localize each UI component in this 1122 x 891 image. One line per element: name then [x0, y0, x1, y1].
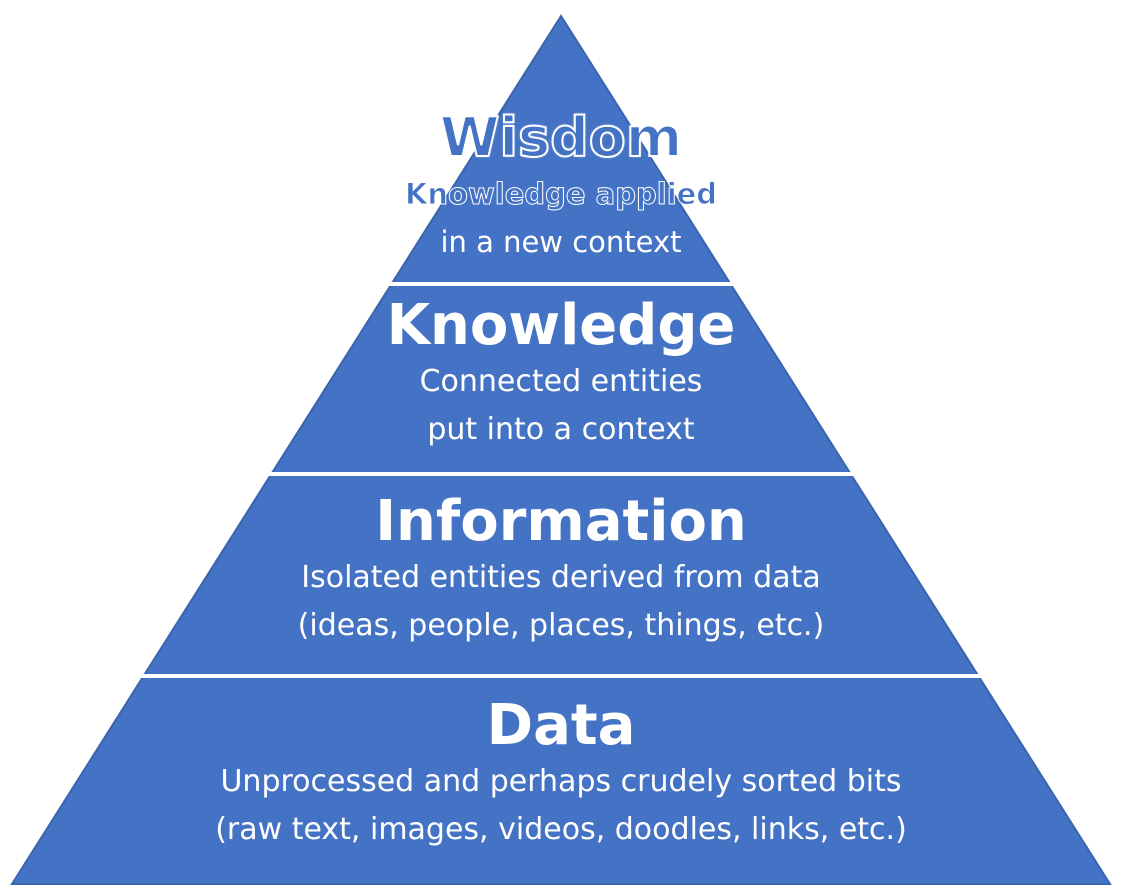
level-wisdom: Wisdom Knowledge applied in a new contex… [0, 105, 1122, 266]
level-desc-line: Connected entities [419, 364, 703, 399]
level-desc-line: Isolated entities derived from data [301, 560, 821, 595]
pyramid-triangle [10, 14, 1112, 885]
level-desc-line: Knowledge applied [404, 177, 718, 212]
level-data: Data Unprocessed and perhaps crudely sor… [0, 694, 1122, 854]
level-desc-line: put into a context [427, 412, 695, 447]
level-desc-line: Unprocessed and perhaps crudely sorted b… [220, 764, 902, 799]
level-desc-information: Isolated entities derived from data (ide… [0, 554, 1122, 650]
level-title-wisdom: Wisdom [439, 105, 683, 170]
level-information: Information Isolated entities derived fr… [0, 490, 1122, 650]
level-title-information: Information [375, 489, 747, 554]
level-desc-line: (raw text, images, videos, doodles, link… [215, 812, 907, 847]
level-desc-line: (ideas, people, places, things, etc.) [297, 608, 825, 643]
level-title-knowledge: Knowledge [386, 293, 736, 358]
level-knowledge: Knowledge Connected entities put into a … [0, 294, 1122, 454]
level-title-data: Data [486, 693, 636, 758]
level-desc-line: in a new context [440, 225, 682, 259]
level-desc-knowledge: Connected entities put into a context [0, 358, 1122, 454]
level-desc-data: Unprocessed and perhaps crudely sorted b… [0, 758, 1122, 854]
level-desc-wisdom: Knowledge applied in a new context [0, 170, 1122, 266]
